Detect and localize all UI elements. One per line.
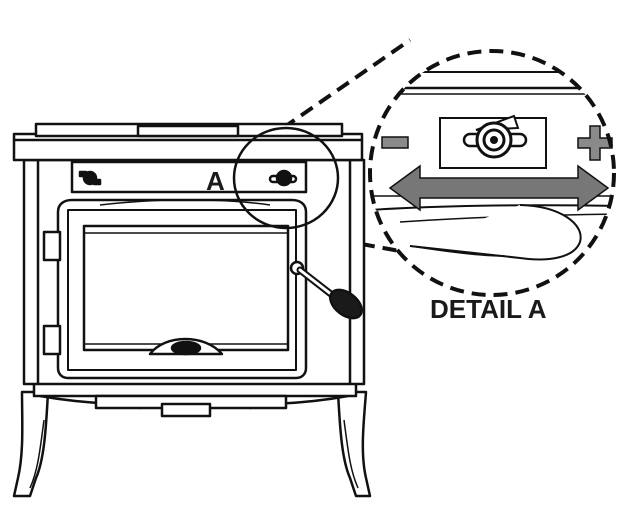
front-upper-panel [70,160,308,194]
callout-letter: A [206,166,225,196]
griddle-plate [136,124,240,138]
detail-caption: DETAIL A [430,294,547,324]
door-hinge-lower [42,324,62,356]
stove-legs [12,390,372,498]
air-control-slider [268,169,298,187]
left-air-control [78,170,102,186]
stove-top-plate [12,132,364,162]
ash-lip-handle [160,402,212,418]
air-control-knob [475,114,520,159]
stove-door [42,198,308,380]
door-hinge-upper [42,230,62,262]
callout-circle [232,126,340,230]
stove [12,122,372,498]
detail-circle-outline [368,49,616,297]
minus-icon [381,136,409,149]
plus-icon [577,125,613,161]
double-headed-arrow-icon [388,164,610,212]
door-handle [296,266,363,320]
door-glass [82,224,290,352]
